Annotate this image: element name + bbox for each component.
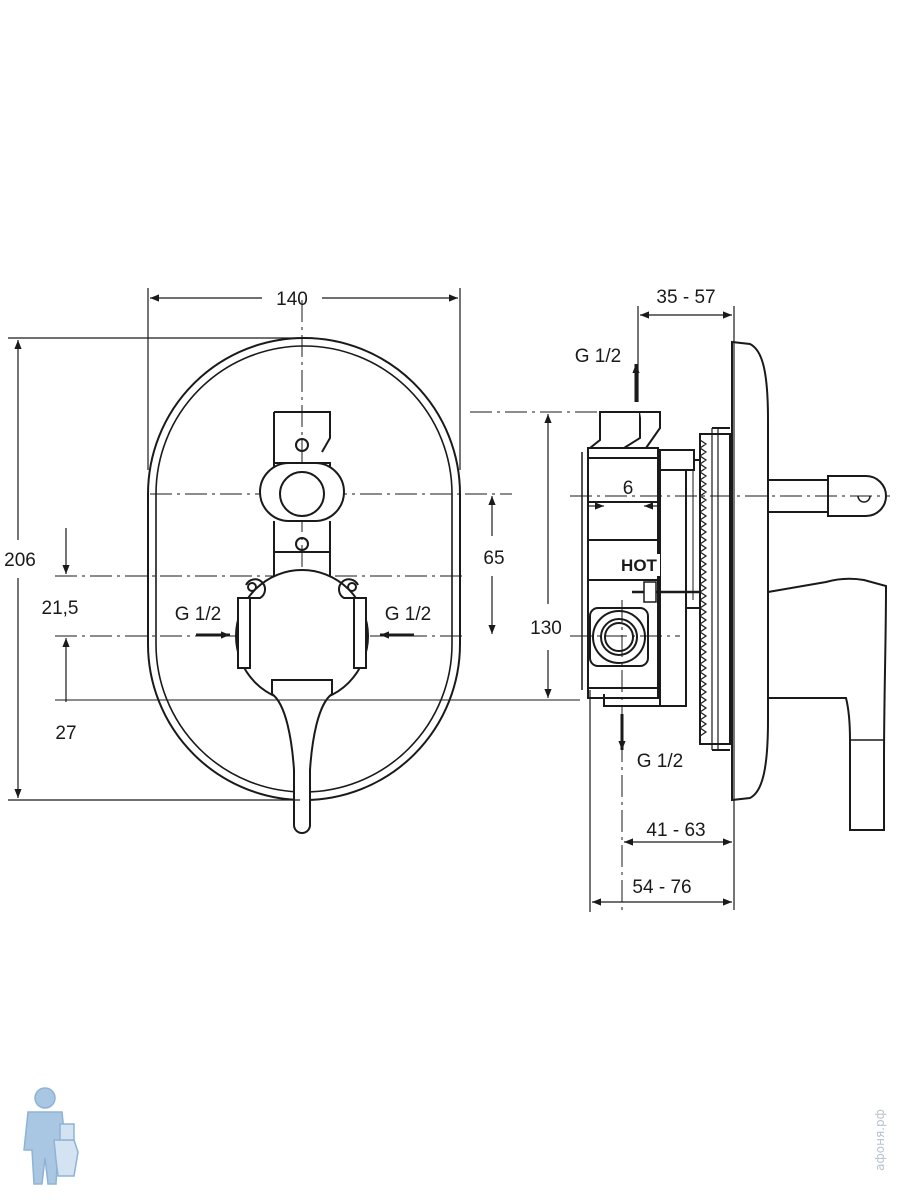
dimension-labels: 140 206 21,5 27 65 130 35 - 57 6 41 - 63… bbox=[4, 287, 715, 898]
lever-side-profile bbox=[767, 577, 888, 831]
centre-lines bbox=[55, 300, 512, 830]
dim-140-label: 140 bbox=[276, 289, 308, 310]
dim-206-label: 206 bbox=[4, 550, 36, 571]
right-inlet-label: G 1/2 bbox=[385, 604, 431, 625]
side-centre-lines bbox=[470, 411, 890, 910]
dim-130-label: 130 bbox=[530, 618, 562, 639]
cover-plate-profile bbox=[731, 340, 769, 802]
lever-handle bbox=[271, 679, 333, 834]
hot-marking: HOT bbox=[621, 556, 658, 575]
dim-65-label: 65 bbox=[483, 548, 504, 569]
dim-21-5-label: 21,5 bbox=[42, 598, 79, 619]
left-inlet-label: G 1/2 bbox=[175, 604, 221, 625]
outlet-fitting bbox=[589, 607, 649, 667]
threaded-sleeve bbox=[698, 427, 731, 751]
plumber-mascot-icon bbox=[23, 1087, 79, 1185]
dim-6-label: 6 bbox=[623, 478, 634, 499]
dim-54-76-label: 54 - 76 bbox=[632, 877, 691, 898]
side-dimension-lines bbox=[544, 306, 735, 912]
site-watermark: афоня.рф bbox=[873, 1109, 887, 1171]
front-dimension-lines bbox=[8, 288, 580, 801]
front-view bbox=[55, 300, 512, 834]
connection-labels: G 1/2 G 1/2 G 1/2 G 1/2 bbox=[175, 346, 683, 772]
mixer-body bbox=[235, 569, 369, 703]
dim-27-label: 27 bbox=[55, 723, 76, 744]
top-outlet-label: G 1/2 bbox=[575, 346, 621, 367]
thread-teeth bbox=[698, 439, 708, 737]
mounting-plates bbox=[632, 449, 706, 707]
dim-35-57-label: 35 - 57 bbox=[656, 287, 715, 308]
bottom-outlet-label: G 1/2 bbox=[637, 751, 683, 772]
dim-41-63-label: 41 - 63 bbox=[646, 820, 705, 841]
diverter-body bbox=[259, 411, 345, 578]
